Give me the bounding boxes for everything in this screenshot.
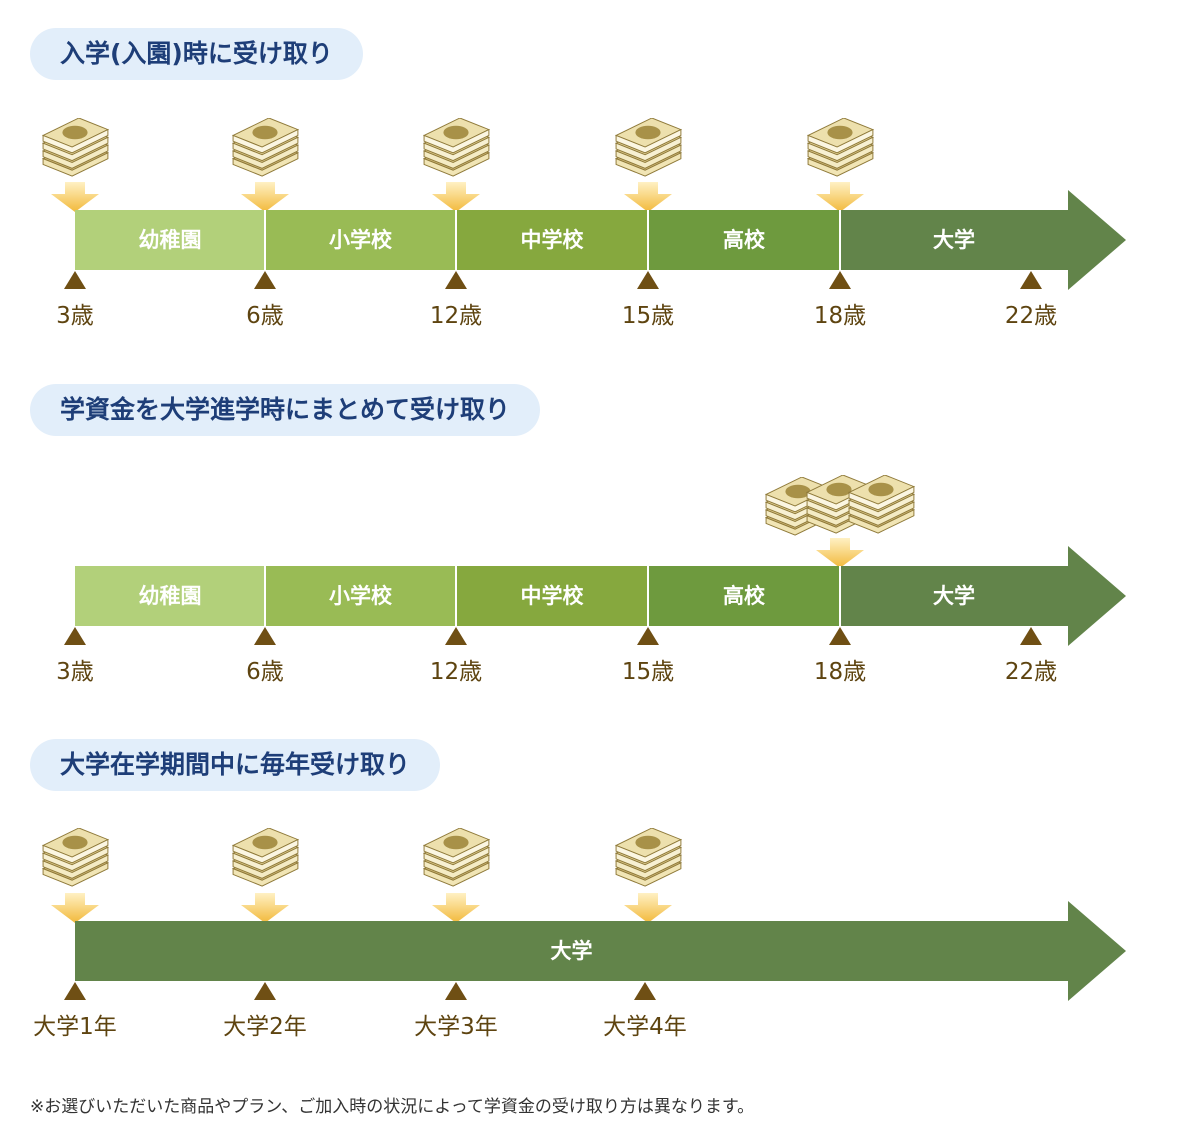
tick-label: 15歳: [621, 659, 675, 685]
stage-segment: 小学校: [265, 566, 456, 626]
triangle-marker-icon: [1020, 627, 1042, 645]
money-stack-icon: [423, 118, 490, 177]
triangle-marker-icon: [254, 271, 276, 289]
stage-segment: 大学: [840, 566, 1068, 626]
money-stack-icon: [615, 828, 682, 887]
timeline-arrowhead: [1068, 901, 1126, 1001]
money-stack-icon: [42, 828, 109, 887]
stage-divider: [839, 210, 841, 270]
section-title: 大学在学期間中に毎年受け取り: [30, 739, 441, 791]
money-stack-icon: [807, 118, 874, 177]
down-arrow-icon: [816, 182, 864, 212]
stage-segment: 幼稚園: [75, 210, 265, 270]
stage-divider: [264, 566, 266, 626]
triangle-marker-icon: [445, 982, 467, 1000]
triangle-marker-icon: [64, 627, 86, 645]
down-arrow-icon: [432, 893, 480, 923]
tick-label: 大学3年: [414, 1014, 498, 1040]
down-arrow-icon: [241, 893, 289, 923]
triangle-marker-icon: [1020, 271, 1042, 289]
stage-divider: [647, 566, 649, 626]
money-stack-icon: [232, 118, 299, 177]
stage-segment: 高校: [648, 566, 840, 626]
money-stack-icon: [232, 828, 299, 887]
tick-label: 12歳: [429, 659, 483, 685]
down-arrow-icon: [816, 538, 864, 568]
down-arrow-icon: [241, 182, 289, 212]
timeline-arrowhead: [1068, 546, 1126, 646]
stage-university: 大学: [75, 921, 1068, 981]
stage-segment: 中学校: [456, 210, 648, 270]
tick-label: 22歳: [1004, 659, 1058, 685]
tick-label: 6歳: [246, 303, 284, 329]
stage-segment: 大学: [840, 210, 1068, 270]
money-stack-icon: [42, 118, 109, 177]
stage-segment: 高校: [648, 210, 840, 270]
triangle-marker-icon: [254, 627, 276, 645]
tick-label: 12歳: [429, 303, 483, 329]
tick-label: 15歳: [621, 303, 675, 329]
triangle-marker-icon: [254, 982, 276, 1000]
triangle-marker-icon: [829, 271, 851, 289]
stage-divider: [455, 566, 457, 626]
tick-label: 6歳: [246, 659, 284, 685]
down-arrow-icon: [624, 182, 672, 212]
stage-segment: 幼稚園: [75, 566, 265, 626]
triangle-marker-icon: [637, 627, 659, 645]
stage-segment: 小学校: [265, 210, 456, 270]
tick-label: 3歳: [56, 303, 94, 329]
down-arrow-icon: [51, 893, 99, 923]
triangle-marker-icon: [445, 271, 467, 289]
stage-divider: [839, 566, 841, 626]
footnote: ※お選びいただいた商品やプラン、ご加入時の状況によって学資金の受け取り方は異なり…: [30, 1097, 755, 1117]
timeline-arrowhead: [1068, 190, 1126, 290]
triangle-marker-icon: [829, 627, 851, 645]
down-arrow-icon: [432, 182, 480, 212]
stage-segment: 中学校: [456, 566, 648, 626]
stage-divider: [647, 210, 649, 270]
down-arrow-icon: [51, 182, 99, 212]
stage-divider: [455, 210, 457, 270]
tick-label: 22歳: [1004, 303, 1058, 329]
triangle-marker-icon: [637, 271, 659, 289]
money-stack-icon: [848, 475, 915, 534]
tick-label: 大学2年: [223, 1014, 307, 1040]
section-title: 学資金を大学進学時にまとめて受け取り: [30, 384, 541, 436]
tick-label: 18歳: [813, 303, 867, 329]
timeline-bar: 幼稚園小学校中学校高校大学: [75, 566, 1127, 626]
tick-label: 18歳: [813, 659, 867, 685]
tick-label: 大学1年: [33, 1014, 117, 1040]
triangle-marker-icon: [445, 627, 467, 645]
section-title: 入学(入園)時に受け取り: [30, 28, 363, 80]
triangle-marker-icon: [64, 271, 86, 289]
triangle-marker-icon: [634, 982, 656, 1000]
timeline-bar: 幼稚園小学校中学校高校大学: [75, 210, 1127, 270]
down-arrow-icon: [624, 893, 672, 923]
tick-label: 3歳: [56, 659, 94, 685]
money-stack-icon: [423, 828, 490, 887]
stage-divider: [264, 210, 266, 270]
triangle-marker-icon: [64, 982, 86, 1000]
tick-label: 大学4年: [603, 1014, 687, 1040]
timeline-bar: 大学: [75, 921, 1127, 981]
money-stack-icon: [615, 118, 682, 177]
